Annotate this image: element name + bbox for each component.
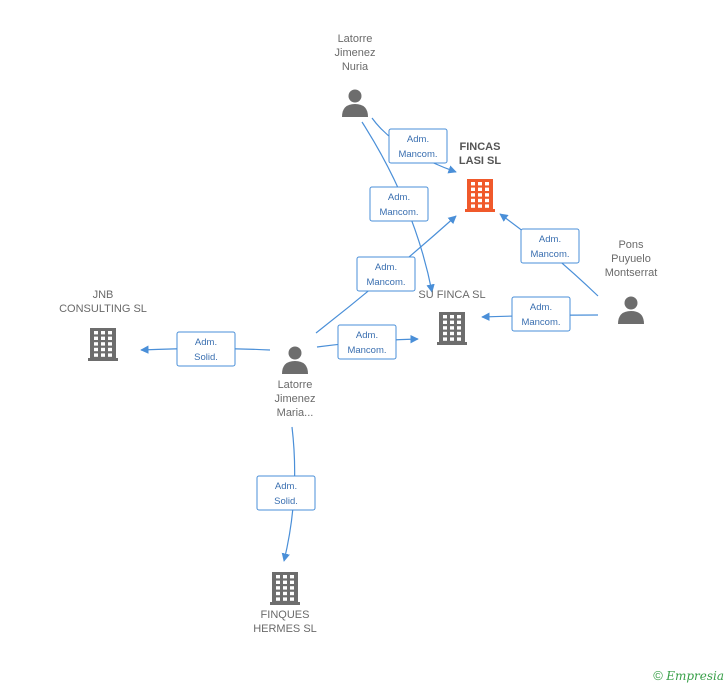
- node-label: Montserrat: [605, 267, 658, 279]
- edge-label-text: Adm.: [530, 302, 552, 313]
- edge-label-maria-jnb[interactable]: Adm. Solid.: [176, 331, 236, 367]
- node-label: JNB: [93, 289, 114, 301]
- empresia-logo: Empresia: [666, 669, 724, 683]
- edge-label-text: Mancom.: [521, 317, 560, 328]
- node-label: HERMES SL: [253, 623, 317, 635]
- edge-label-text: Solid.: [274, 496, 298, 507]
- node-jnb[interactable]: JNB CONSULTING SL: [59, 289, 147, 361]
- edge-label-box: [356, 256, 416, 292]
- edge-label-text: Mancom.: [379, 207, 418, 218]
- node-label: Nuria: [342, 61, 369, 73]
- edge-label-text: Adm.: [275, 481, 297, 492]
- edge-label-box: [176, 331, 236, 367]
- node-label: Pons: [618, 239, 644, 251]
- edge-label-nuria-fincas[interactable]: Adm. Mancom.: [388, 128, 448, 164]
- edge-label-box: [511, 296, 571, 332]
- node-label: LASI SL: [459, 155, 501, 167]
- node-sufinca[interactable]: SU FINCA SL: [418, 289, 486, 345]
- edge-label-text: Mancom.: [347, 345, 386, 356]
- edge-label-pons-fincas[interactable]: Adm. Mancom.: [520, 228, 580, 264]
- person-icon: [342, 89, 368, 117]
- edge-label-text: Adm.: [388, 192, 410, 203]
- edge-label-maria-fincas[interactable]: Adm. Mancom.: [356, 256, 416, 292]
- edge-label-text: Solid.: [194, 352, 218, 363]
- node-label: FINQUES: [261, 609, 310, 621]
- edge-label-nuria-sufinca[interactable]: Adm. Mancom.: [369, 186, 429, 222]
- node-label: Jimenez: [335, 47, 376, 59]
- edge-label-text: Adm.: [195, 337, 217, 348]
- edge-label-maria-finques[interactable]: Adm. Solid.: [256, 475, 316, 511]
- node-label: FINCAS: [460, 141, 501, 153]
- node-label: CONSULTING SL: [59, 303, 147, 315]
- edge-label-text: Mancom.: [530, 249, 569, 260]
- node-label: Jimenez: [275, 393, 316, 405]
- edge-label-box: [256, 475, 316, 511]
- edge-label-text: Adm.: [375, 262, 397, 273]
- edge-label-box: [369, 186, 429, 222]
- edge-label-box: [520, 228, 580, 264]
- edge-label-box: [388, 128, 448, 164]
- person-icon: [618, 296, 644, 324]
- building-icon: [270, 572, 300, 605]
- footer-brand[interactable]: © Empresia: [653, 668, 724, 683]
- edge-label-text: Mancom.: [398, 149, 437, 160]
- node-label: Latorre: [278, 379, 313, 391]
- node-label: Latorre: [338, 33, 373, 45]
- edge-labels-layer: Adm. Mancom. Adm. Mancom. Adm. Mancom. Adm. Man…: [176, 128, 580, 511]
- node-label: SU FINCA SL: [418, 289, 485, 301]
- node-label: Puyuelo: [611, 253, 651, 265]
- edge-label-text: Adm.: [407, 134, 429, 145]
- node-fincas[interactable]: FINCAS LASI SL: [459, 141, 501, 212]
- building-icon: [88, 328, 118, 361]
- node-maria[interactable]: LatorreJimenezMaria...: [275, 346, 316, 420]
- edge-label-text: Adm.: [539, 234, 561, 245]
- edge-label-pons-sufinca[interactable]: Adm. Mancom.: [511, 296, 571, 332]
- person-icon: [282, 346, 308, 374]
- node-label: Maria...: [277, 407, 314, 419]
- edge-label-text: Mancom.: [366, 277, 405, 288]
- building-icon: [465, 179, 495, 212]
- nodes-layer: FINCAS LASI SL SU FINCA SL JNB CONSULTING SL…: [59, 33, 657, 635]
- edge-label-text: Adm.: [356, 330, 378, 341]
- copyright-symbol: ©: [653, 668, 663, 683]
- edge-label-box: [337, 324, 397, 360]
- building-icon: [437, 312, 467, 345]
- edge-label-maria-sufinca[interactable]: Adm. Mancom.: [337, 324, 397, 360]
- node-finques[interactable]: FINQUES HERMES SL: [253, 572, 317, 635]
